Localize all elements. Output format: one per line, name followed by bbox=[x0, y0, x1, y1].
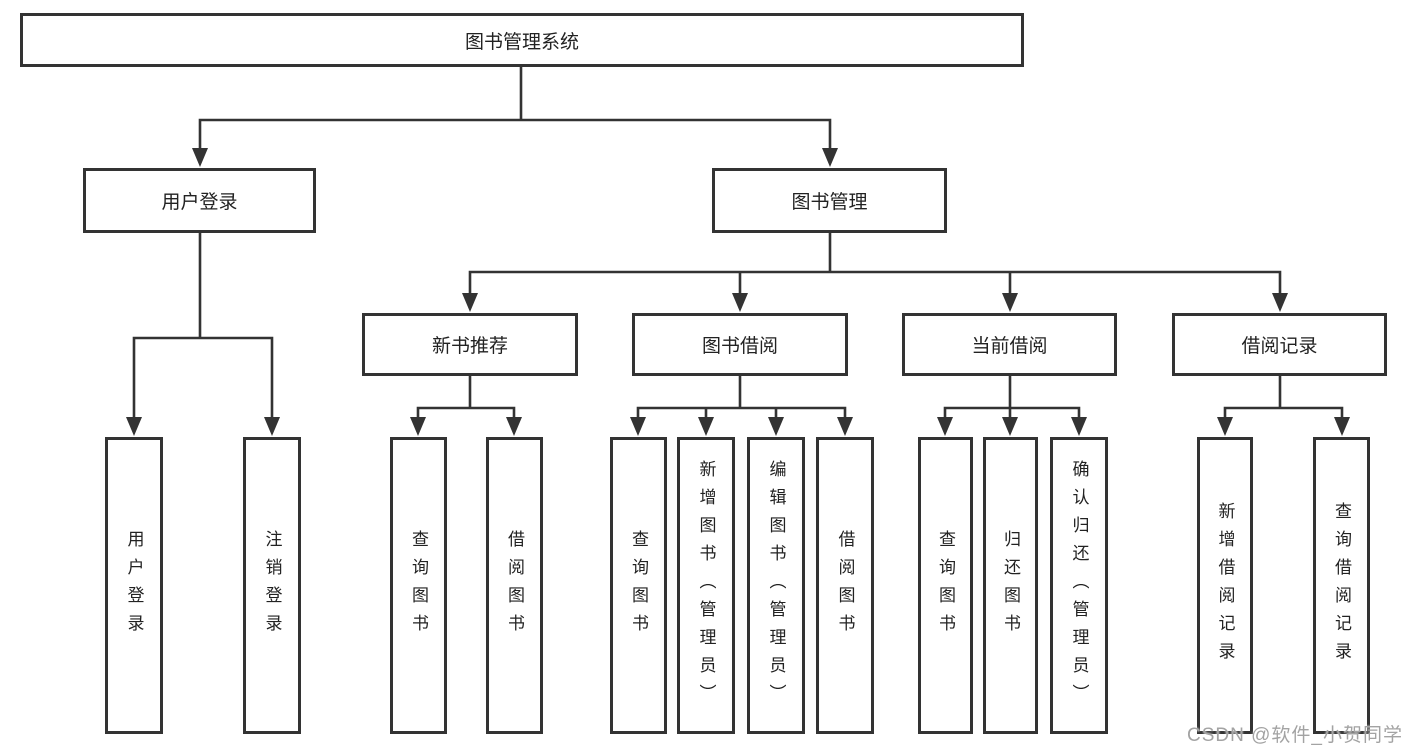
box-label-current-borrowing: 当前借阅 bbox=[971, 336, 1048, 357]
box-leaf-edit-book: 编辑图书（管理员） bbox=[747, 437, 805, 734]
box-leaf-query-book-b: 查询图书 bbox=[610, 437, 667, 734]
box-leaf-return-book: 归还图书 bbox=[983, 437, 1038, 734]
arrowhead-icon bbox=[264, 417, 280, 436]
box-user-login: 用户登录 bbox=[83, 168, 316, 233]
arrowhead-icon bbox=[698, 417, 714, 436]
box-label-leaf-borrow-book-b: 借阅图书 bbox=[835, 529, 855, 642]
arrowhead-icon bbox=[1002, 417, 1018, 436]
watermark-text: CSDN @软件_小贺同学 bbox=[1187, 725, 1403, 746]
box-label-leaf-query-book-c: 查询图书 bbox=[936, 529, 955, 642]
box-label-leaf-add-book: 新增图书（管理员） bbox=[696, 459, 716, 712]
arrowhead-icon bbox=[630, 417, 646, 436]
box-label-borrowing-records: 借阅记录 bbox=[1241, 336, 1318, 357]
arrowhead-icon bbox=[506, 417, 522, 436]
box-label-leaf-query-borrow-record: 查询借阅记录 bbox=[1332, 501, 1351, 670]
arrowhead-icon bbox=[1071, 417, 1087, 436]
box-leaf-add-book: 新增图书（管理员） bbox=[677, 437, 735, 734]
arrowhead-icon bbox=[822, 148, 838, 167]
box-label-leaf-borrow-book-a: 借阅图书 bbox=[505, 529, 524, 642]
box-current-borrowing: 当前借阅 bbox=[902, 313, 1117, 376]
arrowhead-icon bbox=[1334, 417, 1350, 436]
box-label-leaf-query-book-a: 查询图书 bbox=[409, 529, 428, 642]
box-label-leaf-confirm-return: 确认归还（管理员） bbox=[1069, 459, 1089, 712]
box-leaf-query-book-c: 查询图书 bbox=[918, 437, 973, 734]
box-new-book-recommend: 新书推荐 bbox=[362, 313, 578, 376]
box-label-leaf-return-book: 归还图书 bbox=[1001, 529, 1020, 642]
box-leaf-add-borrow-record: 新增借阅记录 bbox=[1197, 437, 1253, 734]
arrowhead-icon bbox=[732, 293, 748, 312]
arrowhead-icon bbox=[126, 417, 142, 436]
arrowhead-icon bbox=[768, 417, 784, 436]
arrowhead-icon bbox=[1002, 293, 1018, 312]
box-label-leaf-query-book-b: 查询图书 bbox=[629, 529, 648, 642]
box-label-leaf-logout: 注销登录 bbox=[262, 529, 282, 642]
box-book-borrowing: 图书借阅 bbox=[632, 313, 848, 376]
box-book-management: 图书管理 bbox=[712, 168, 947, 233]
box-leaf-confirm-return: 确认归还（管理员） bbox=[1050, 437, 1108, 734]
box-leaf-user-login: 用户登录 bbox=[105, 437, 163, 734]
arrowhead-icon bbox=[192, 148, 208, 167]
arrowhead-icon bbox=[1217, 417, 1233, 436]
box-label-book-management: 图书管理 bbox=[791, 192, 868, 213]
box-label-root: 图书管理系统 bbox=[464, 31, 579, 53]
connector-path bbox=[132, 65, 1344, 425]
box-leaf-query-borrow-record: 查询借阅记录 bbox=[1313, 437, 1370, 734]
arrowhead-icon bbox=[837, 417, 853, 436]
arrowhead-icon bbox=[937, 417, 953, 436]
arrowhead-icon bbox=[1272, 293, 1288, 312]
box-borrowing-records: 借阅记录 bbox=[1172, 313, 1387, 376]
box-label-leaf-edit-book: 编辑图书（管理员） bbox=[766, 459, 786, 712]
box-label-new-book-recommend: 新书推荐 bbox=[431, 336, 508, 357]
box-leaf-logout: 注销登录 bbox=[243, 437, 301, 734]
arrowhead-icon bbox=[410, 417, 426, 436]
box-label-leaf-user-login: 用户登录 bbox=[124, 529, 144, 642]
box-label-book-borrowing: 图书借阅 bbox=[701, 336, 778, 357]
box-leaf-query-book-a: 查询图书 bbox=[390, 437, 447, 734]
box-leaf-borrow-book-a: 借阅图书 bbox=[486, 437, 543, 734]
box-label-user-login: 用户登录 bbox=[161, 192, 238, 213]
box-root: 图书管理系统 bbox=[20, 13, 1024, 67]
box-label-leaf-add-borrow-record: 新增借阅记录 bbox=[1215, 501, 1235, 670]
box-leaf-borrow-book-b: 借阅图书 bbox=[816, 437, 874, 734]
arrowhead-icon bbox=[462, 293, 478, 312]
